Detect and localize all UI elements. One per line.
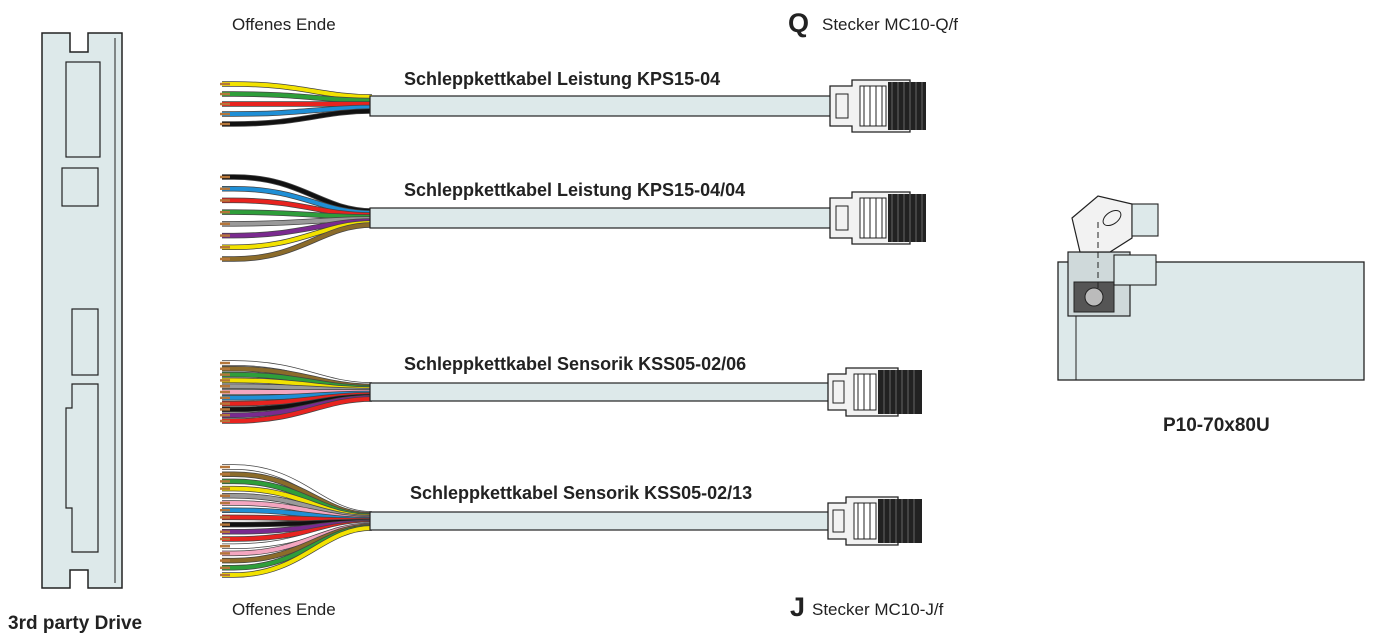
open-end-label-bottom: Offenes Ende bbox=[232, 600, 336, 619]
drive-panel-2 bbox=[61, 167, 99, 207]
connector-j-1 bbox=[827, 367, 922, 417]
cable-4 bbox=[220, 464, 922, 578]
wire bbox=[222, 109, 373, 126]
cable-3-label: Schleppkettkabel Sensorik KSS05-02/06 bbox=[404, 354, 746, 374]
connector-q-letter: Q bbox=[788, 8, 809, 38]
connector-q-label: Stecker MC10-Q/f bbox=[822, 15, 958, 34]
wire bbox=[222, 82, 373, 99]
cable-1 bbox=[220, 79, 926, 133]
wire bbox=[222, 223, 373, 261]
cable-3-wire-fan bbox=[220, 360, 373, 424]
wire bbox=[222, 105, 373, 116]
cable-3 bbox=[220, 360, 922, 424]
cable-1-jacket bbox=[369, 95, 835, 117]
cable-2-label: Schleppkettkabel Leistung KPS15-04/04 bbox=[404, 180, 745, 200]
connector-j-2 bbox=[827, 496, 922, 546]
cable-2 bbox=[220, 174, 926, 262]
drive-panel-4 bbox=[65, 383, 99, 553]
motor-label: P10-70x80U bbox=[1163, 415, 1270, 436]
wire bbox=[222, 397, 373, 423]
motor-p10 bbox=[1057, 195, 1365, 381]
connector-j-label: Stecker MC10-J/f bbox=[812, 600, 944, 619]
wire bbox=[222, 92, 373, 103]
connector-q-1 bbox=[829, 79, 926, 133]
cable-4-wire-fan bbox=[220, 464, 373, 578]
cable-1-wire-fan bbox=[220, 81, 373, 127]
cable-2-jacket bbox=[369, 207, 835, 229]
cable-1-label: Schleppkettkabel Leistung KPS15-04 bbox=[404, 69, 720, 89]
open-end-label-top: Offenes Ende bbox=[232, 15, 336, 34]
connector-j-letter: J bbox=[790, 592, 805, 622]
third-party-drive bbox=[41, 32, 123, 589]
motor-angled-plug bbox=[1071, 195, 1133, 253]
cable-4-label: Schleppkettkabel Sensorik KSS05-02/13 bbox=[410, 483, 752, 503]
drive-panel-1 bbox=[65, 61, 101, 158]
cable-3-jacket bbox=[369, 382, 833, 402]
wire bbox=[222, 526, 373, 577]
connector-q-2 bbox=[829, 191, 926, 245]
cable-4-jacket bbox=[369, 511, 833, 531]
drive-label: 3rd party Drive bbox=[8, 613, 142, 634]
cable-2-wire-fan bbox=[220, 174, 373, 262]
drive-panel-3 bbox=[71, 308, 99, 376]
